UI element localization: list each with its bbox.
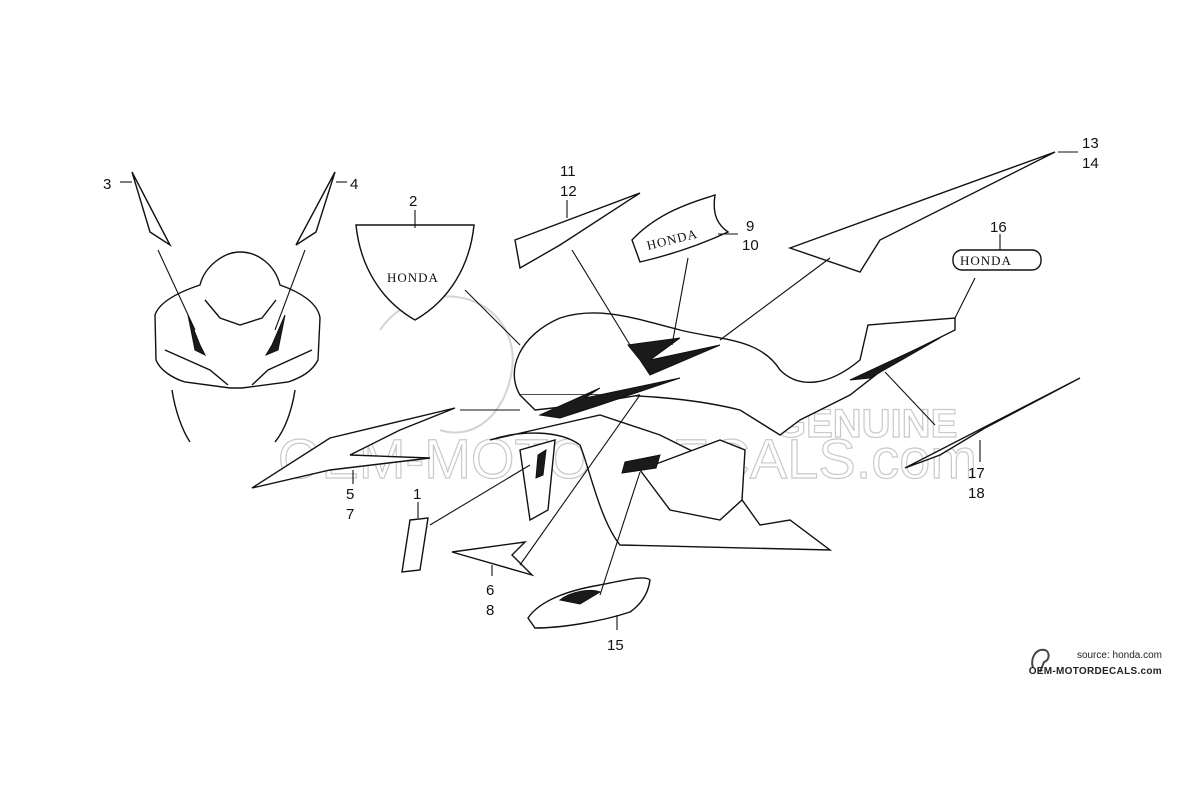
- callout-13: 13: [1082, 135, 1099, 152]
- side-decal-left: [535, 449, 547, 479]
- honda-emblem-text: HONDA: [960, 253, 1012, 268]
- source-credit: source: honda.com: [1076, 650, 1162, 661]
- side-decal-right: [621, 454, 661, 474]
- tail-stripe: [849, 337, 941, 381]
- part-15-cbr-emblem: [527, 577, 651, 629]
- part-5-stripe: [251, 407, 456, 489]
- main-fairing-body: [489, 312, 956, 551]
- callout-7: 7: [346, 506, 354, 523]
- cowl-stripe-left: [187, 314, 207, 357]
- part-11-stripe: [514, 192, 641, 270]
- tank-stripe-lower: [538, 377, 681, 419]
- callout-17: 17: [968, 465, 985, 482]
- site-credit: OEM-MOTORDECALS.com: [1028, 666, 1162, 677]
- cowl-stripe-right: [264, 314, 286, 357]
- callout-14: 14: [1082, 155, 1099, 172]
- front-upper-cowl: [154, 251, 321, 443]
- part-16-honda-emblem: HONDA: [952, 249, 1042, 271]
- callout-1: 1: [413, 486, 421, 503]
- callout-15: 15: [607, 637, 624, 654]
- part-1-badge: [401, 517, 429, 573]
- callout-numbers: 3 4 2 11 12 9 10 13 14 16 5 7 1 6 8 15 1…: [103, 135, 1099, 654]
- part-9-honda-wing: HONDA: [631, 193, 730, 263]
- part-6-triangle: [451, 541, 535, 577]
- callout-16: 16: [990, 219, 1007, 236]
- part-17-stripe: [904, 377, 1081, 469]
- honda-plate-text: HONDA: [387, 270, 439, 285]
- callout-12: 12: [560, 183, 577, 200]
- callout-6: 6: [486, 582, 494, 599]
- part-3-stripe: [131, 171, 172, 248]
- site-logo-icon: [1031, 648, 1050, 673]
- leader-lines: [120, 151, 1078, 630]
- part-2-honda-plate: HONDA: [355, 224, 475, 321]
- part-4-stripe: [295, 171, 336, 246]
- callout-4: 4: [350, 176, 358, 193]
- footer-logo: [1031, 648, 1050, 673]
- callout-8: 8: [486, 602, 494, 619]
- callout-5: 5: [346, 486, 354, 503]
- callout-2: 2: [409, 193, 417, 210]
- part-13-long-stripe: [787, 151, 1056, 273]
- callout-11: 11: [560, 163, 576, 180]
- callout-10: 10: [742, 237, 759, 254]
- callout-9: 9: [746, 218, 754, 235]
- callout-18: 18: [968, 485, 985, 502]
- callout-3: 3: [103, 176, 111, 193]
- tank-stripe-upper: [627, 337, 721, 376]
- cbr-mark-icon: [558, 589, 602, 605]
